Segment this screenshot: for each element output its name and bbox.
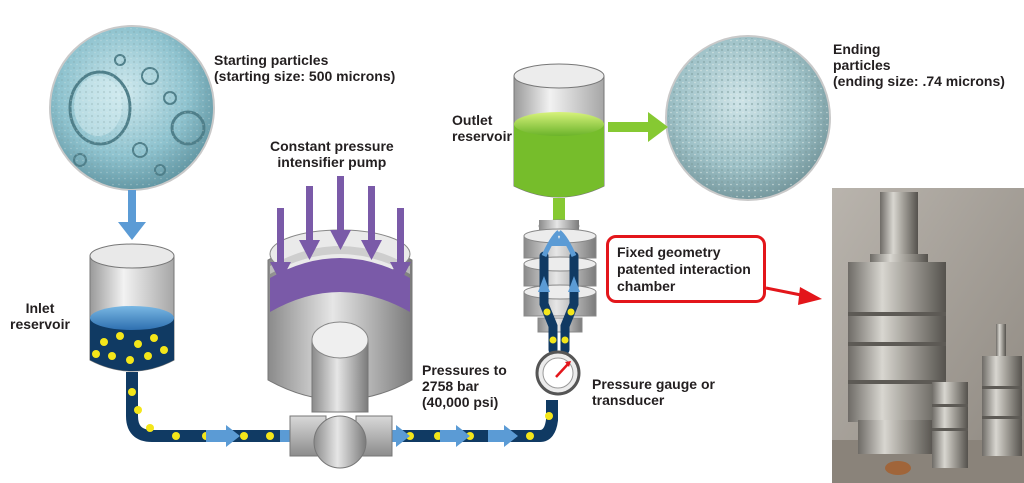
label-inlet-reservoir: Inlet reservoir [10,300,70,332]
arrow-to-ending [608,112,668,142]
interaction-chamber-photo [832,188,1024,483]
ending-particles-micrograph [665,35,831,201]
arrow-to-inlet [118,190,146,240]
label-outlet-reservoir: Outlet reservoir [452,112,512,144]
label-starting-particles: Starting particles (starting size: 500 m… [214,52,396,84]
starting-particles-micrograph [49,25,215,191]
label-ending-particles: Ending particles (ending size: .74 micro… [833,41,1005,89]
intensifier-pump [267,176,413,469]
label-pressures: Pressures to 2758 bar (40,000 psi) [422,362,507,410]
inlet-reservoir [89,243,175,372]
outlet-reservoir [513,63,605,220]
label-pump: Constant pressure intensifier pump [270,138,394,170]
label-pressure-gauge: Pressure gauge or transducer [592,376,715,408]
pressure-gauge [535,350,581,396]
callout-arrow [765,286,822,305]
callout-interaction-chamber: Fixed geometry patented interaction cham… [606,235,766,303]
interaction-chamber [523,219,597,355]
